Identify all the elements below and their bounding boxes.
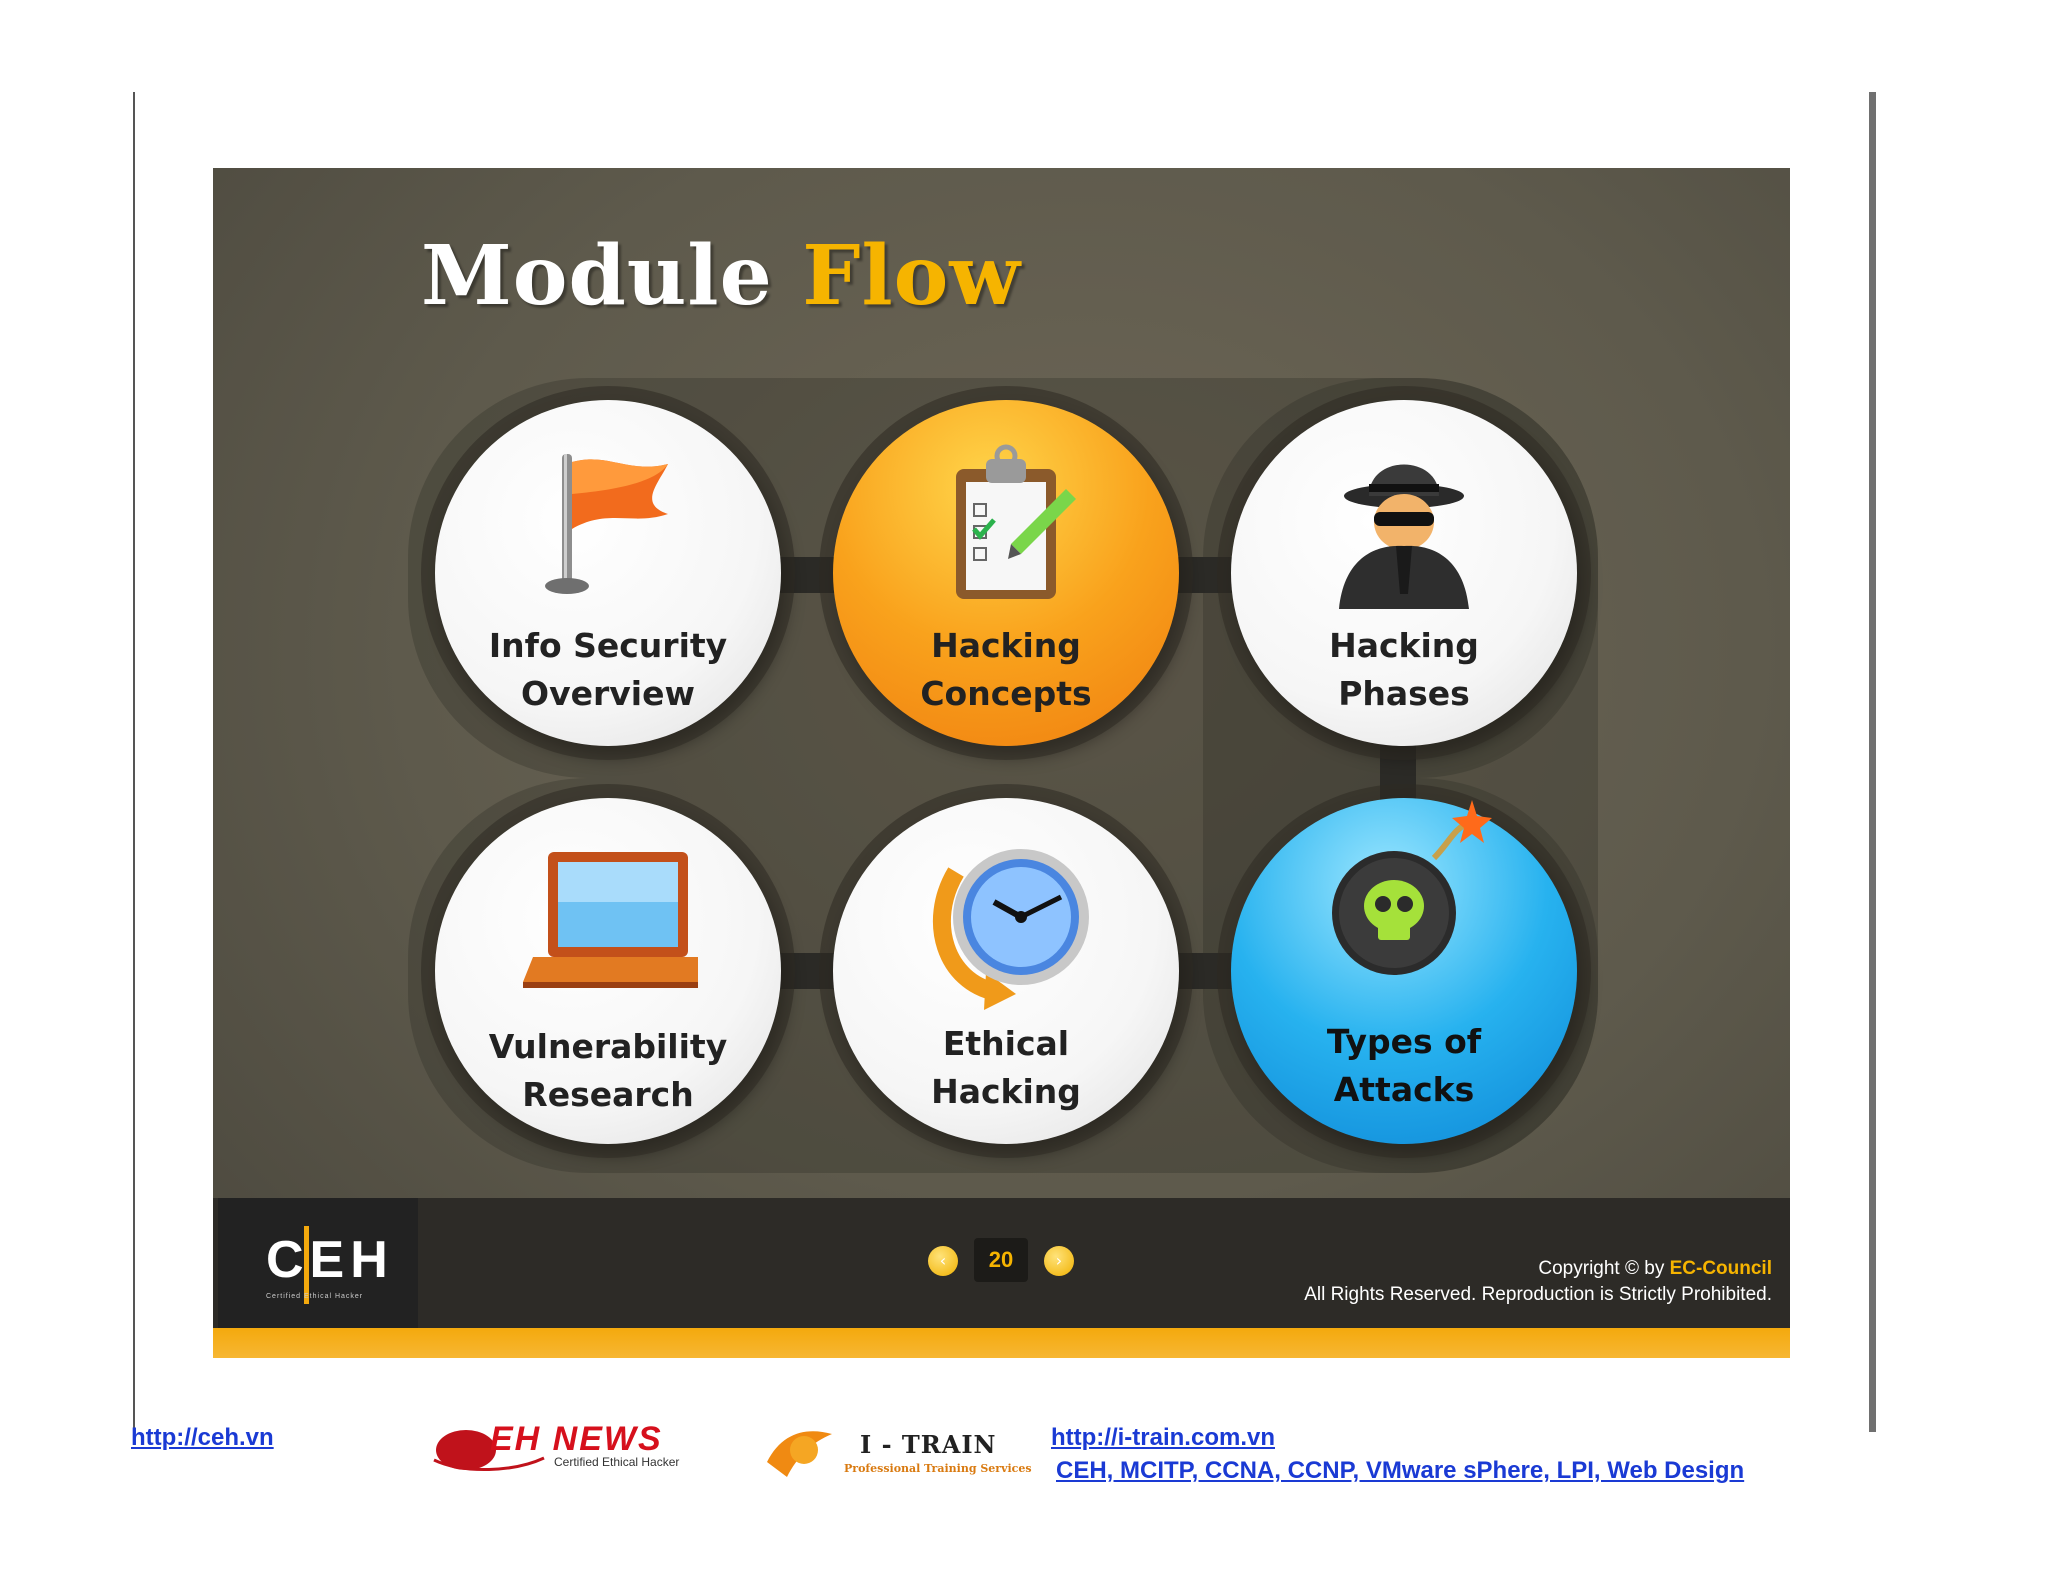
i-train-subtitle: Professional Training Services xyxy=(844,1462,1032,1475)
copyright-prefix: Copyright © by xyxy=(1538,1258,1670,1279)
node-hacking-concepts[interactable]: Hacking Concepts xyxy=(833,400,1179,746)
courses-link[interactable]: CEH, MCITP, CCNA, CCNP, VMware sPhere, L… xyxy=(1056,1457,1745,1484)
title-accent: Flow xyxy=(802,228,1021,324)
laptop-icon xyxy=(523,852,698,988)
node-label: Hacking Phases xyxy=(1329,626,1479,713)
slide: Module Flow Info Security Overview xyxy=(213,168,1790,1358)
copyright: Copyright © by EC-Council All Rights Res… xyxy=(1304,1256,1772,1308)
page-border-left xyxy=(133,92,135,1440)
skull-bomb-icon xyxy=(1332,800,1492,975)
flag-icon xyxy=(545,454,668,594)
spy-hacker-icon xyxy=(1339,464,1469,609)
ceh-link[interactable]: http://ceh.vn xyxy=(131,1424,274,1451)
ceh-logo-subtitle: Certified Ethical Hacker xyxy=(266,1293,364,1300)
i-train-logo-graphic xyxy=(767,1431,832,1477)
ceh-logo: CEH Certified Ethical Hacker xyxy=(218,1198,418,1328)
eh-news-logo: EH NEWS Certified Ethical Hacker xyxy=(424,1420,729,1474)
node-types-of-attacks[interactable]: Types of Attacks xyxy=(1231,798,1577,1144)
copyright-org: EC-Council xyxy=(1669,1258,1772,1279)
node-info-security-overview[interactable]: Info Security Overview xyxy=(435,400,781,746)
title-main: Module xyxy=(421,228,803,324)
i-train-link[interactable]: http://i-train.com.vn xyxy=(1051,1424,1275,1451)
node-hacking-phases[interactable]: Hacking Phases xyxy=(1231,400,1577,746)
i-train-title: I - TRAIN xyxy=(860,1430,997,1459)
next-slide-button[interactable]: › xyxy=(1044,1246,1074,1276)
node-label: Ethical Hacking xyxy=(931,1024,1081,1111)
eh-news-title: EH NEWS xyxy=(490,1420,663,1458)
eh-news-logo-graphic xyxy=(433,1430,545,1472)
page-number: 20 xyxy=(974,1238,1028,1282)
node-label: Vulnerability Research xyxy=(488,1027,728,1114)
node-ethical-hacking[interactable]: Ethical Hacking xyxy=(833,798,1179,1144)
slide-title: Module Flow xyxy=(421,228,1021,324)
node-label: Types of Attacks xyxy=(1326,1022,1482,1109)
ceh-logo-bar xyxy=(304,1226,309,1304)
node-label: Info Security Overview xyxy=(488,626,728,713)
slide-footer-stripe xyxy=(213,1328,1790,1358)
ceh-logo-text: CEH xyxy=(266,1231,394,1289)
i-train-logo: I - TRAIN Professional Training Services xyxy=(762,1422,1040,1480)
slide-footer: CEH Certified Ethical Hacker ‹ 20 › Copy… xyxy=(213,1198,1790,1328)
eh-news-subtitle: Certified Ethical Hacker xyxy=(554,1455,680,1469)
prev-slide-button[interactable]: ‹ xyxy=(928,1246,958,1276)
rights-text: All Rights Reserved. Reproduction is Str… xyxy=(1304,1284,1772,1305)
clock-refresh-icon xyxy=(933,849,1089,1010)
page-border-right xyxy=(1869,92,1876,1432)
node-label: Hacking Concepts xyxy=(920,626,1092,713)
node-vulnerability-research[interactable]: Vulnerability Research xyxy=(435,798,781,1144)
clipboard-checklist-icon xyxy=(956,444,1076,599)
